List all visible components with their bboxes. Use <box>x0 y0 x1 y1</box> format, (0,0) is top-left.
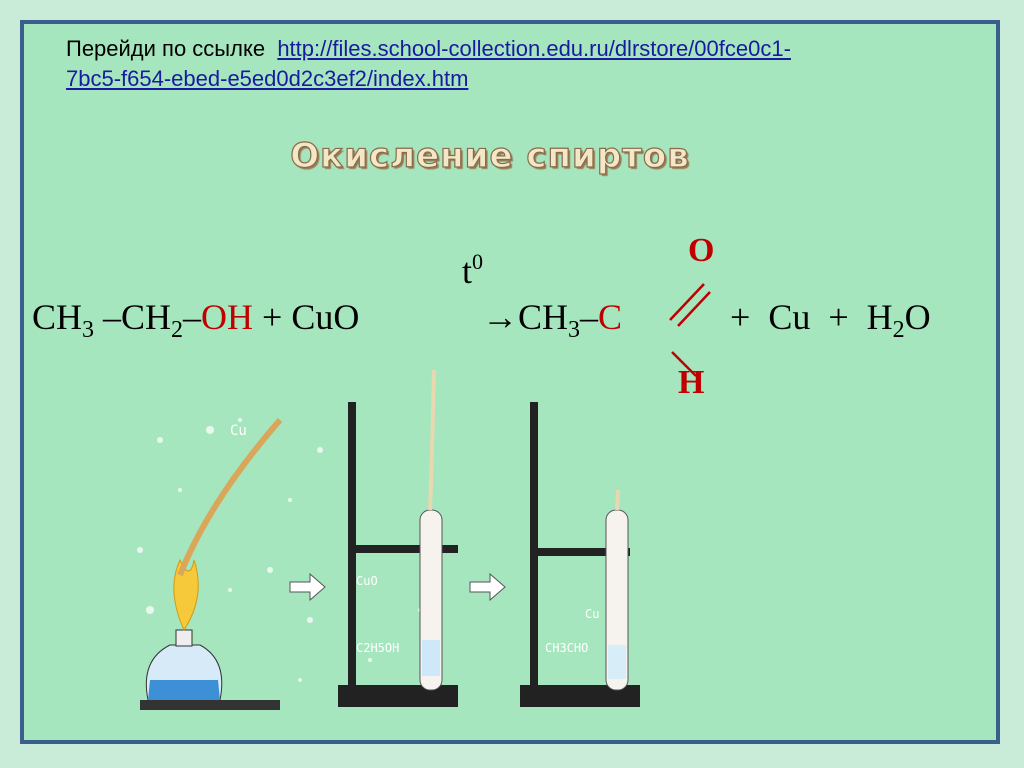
label-ethanol: C2H5OH <box>356 641 399 655</box>
lab-stand-2 <box>520 402 640 707</box>
product-acetaldehyde: CH3–C <box>518 297 623 343</box>
label-cuo: CuO <box>356 574 378 588</box>
copper-wire <box>177 418 283 577</box>
reaction-arrow: → <box>482 297 518 337</box>
label-cu-wire: Cu <box>230 423 247 439</box>
temperature-condition: t0 <box>462 249 484 292</box>
label-acetaldehyde: CH3CHO <box>545 641 588 655</box>
resource-link[interactable]: http://files.school-collection.edu.ru/dl… <box>66 36 791 91</box>
intro-text: Перейди по ссылке http://files.school-co… <box>66 34 946 94</box>
label-cu-tube: Cu <box>585 607 599 621</box>
aldehyde-oxygen: O <box>688 232 715 269</box>
intro-prefix: Перейди по ссылке <box>66 36 266 61</box>
reactant-ethanol: CH3 –CH2–OH + CuO <box>32 297 360 343</box>
spirit-lamp <box>140 558 280 710</box>
carbonyl-carbon: C <box>598 297 623 337</box>
products-cu-water: + Cu + H2O <box>730 297 931 343</box>
reactant-cuo: + CuO <box>253 297 360 337</box>
experiment-illustration: Cu CuO C2H5OH Cu CH3CHO <box>137 369 640 710</box>
lab-stand-1 <box>338 369 458 707</box>
step-arrow-1 <box>289 572 326 602</box>
slide-title: Окисление спиртов <box>290 135 690 176</box>
paper-texture <box>137 418 422 682</box>
aldehyde-bonds <box>669 283 711 377</box>
step-arrow-2 <box>469 572 506 602</box>
hydroxyl-group: OH <box>201 297 254 337</box>
